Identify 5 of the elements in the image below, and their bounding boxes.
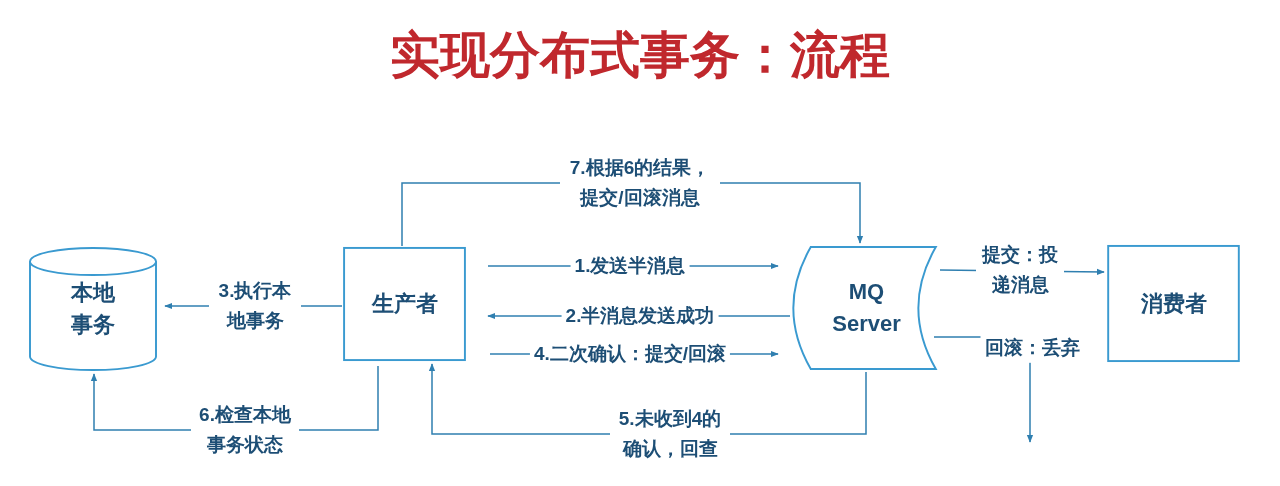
title: 实现分布式事务：流程 (389, 25, 891, 86)
node-label: 本地事务 (70, 279, 116, 339)
node-label: 生产者 (370, 290, 439, 319)
node-label: 消费者 (1139, 289, 1208, 318)
node-label: MQ Server (831, 278, 902, 338)
